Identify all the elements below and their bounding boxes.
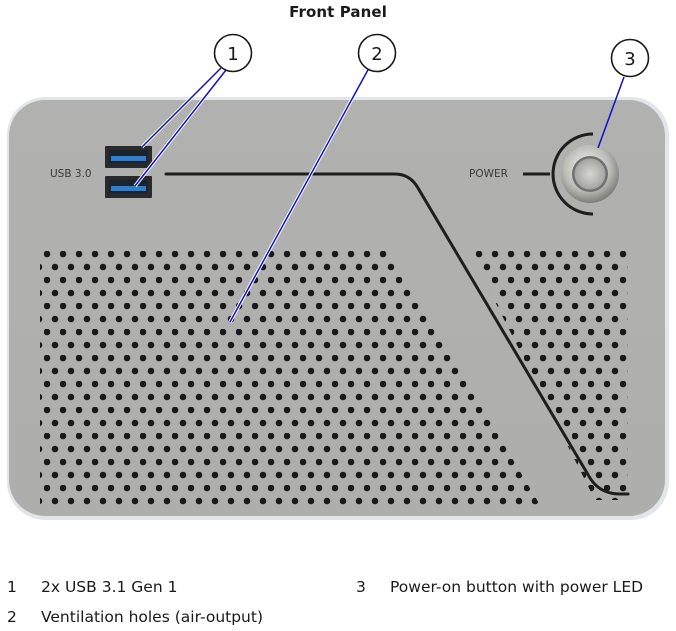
callout-number-3: 3 bbox=[624, 49, 635, 70]
callout-1 bbox=[133, 33, 253, 188]
usb-label: USB 3.0 bbox=[50, 168, 92, 180]
power-button bbox=[523, 132, 619, 216]
decorative-groove bbox=[164, 172, 630, 496]
legend-item-2: 2 Ventilation holes (air-output) bbox=[7, 608, 263, 626]
legend-text: Ventilation holes (air-output) bbox=[41, 608, 264, 626]
diagram-title: Front Panel bbox=[289, 3, 387, 21]
callout-number-1: 1 bbox=[227, 44, 238, 65]
callout-2 bbox=[228, 33, 397, 323]
legend-number: 1 bbox=[7, 578, 17, 596]
legend-item-1: 1 2x USB 3.1 Gen 1 bbox=[7, 578, 177, 596]
front-panel-illustration: 1 2 3 USB 3.0 POWER bbox=[7, 33, 669, 520]
legend-text: Power-on button with power LED bbox=[390, 578, 644, 596]
legend-text: 2x USB 3.1 Gen 1 bbox=[41, 578, 178, 596]
legend-number: 3 bbox=[356, 578, 366, 596]
callout-number-2: 2 bbox=[371, 44, 382, 65]
legend-number: 2 bbox=[7, 608, 17, 626]
legend-item-3: 3 Power-on button with power LED bbox=[356, 578, 643, 596]
power-label: POWER bbox=[469, 168, 508, 180]
callout-3 bbox=[597, 38, 650, 149]
